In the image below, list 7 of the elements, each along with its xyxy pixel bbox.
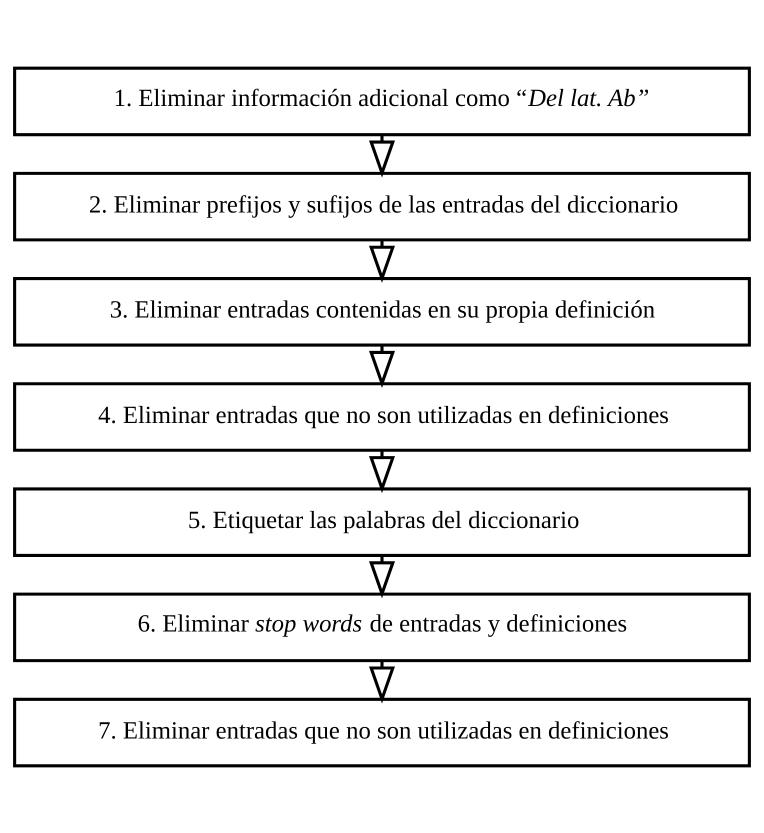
node-box: 4. Eliminar entradas que no son utilizadas en definiciones <box>13 382 751 452</box>
node-box: 7. Eliminar entradas que no son utilizadas en definiciones <box>13 697 751 767</box>
node-box: 1. Eliminar información adicional como “Del lat. Ab” <box>13 66 751 136</box>
node-box: 3. Eliminar entradas contenidas en su propia definición <box>13 276 751 346</box>
node-box: 2. Eliminar prefijos y sufijos de las entradas del diccionario <box>13 171 751 241</box>
node-box: 5. Etiquetar las palabras del diccionario <box>13 486 751 556</box>
node-box: 6. Eliminar stop words de entradas y definiciones <box>13 592 751 662</box>
